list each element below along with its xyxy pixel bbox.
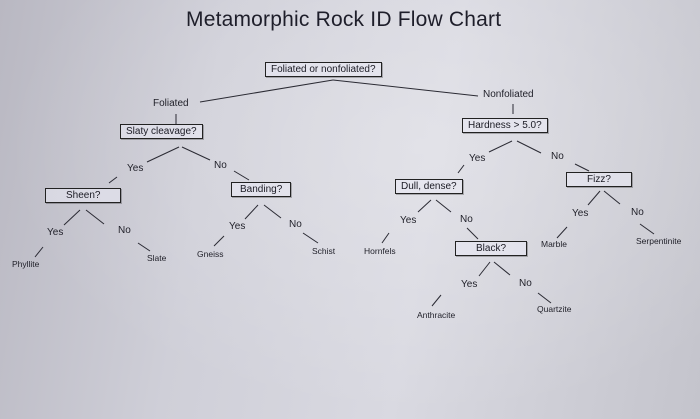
result-schist: Schist <box>312 246 336 256</box>
node-sheen: Sheen? <box>45 188 122 203</box>
edge-label-banding-yes: Yes <box>229 221 246 232</box>
node-nonfoliated: Nonfoliated <box>483 89 534 100</box>
edge-label-hardness-no: No <box>551 151 564 162</box>
result-slate: Slate <box>147 253 167 263</box>
edge-label-fizz-yes: Yes <box>572 208 589 219</box>
result-quartzite: Quartzite <box>537 304 572 314</box>
result-anthracite: Anthracite <box>417 310 456 320</box>
connector-schist <box>302 232 319 244</box>
connector-root-nonfoliated <box>332 79 479 97</box>
edge-label-black-no: No <box>519 278 532 289</box>
connector-serpentinite <box>639 223 655 235</box>
connector-dull-yes <box>417 199 432 213</box>
connector-gneiss <box>213 235 225 247</box>
connector-black <box>466 227 479 240</box>
connector-black-yes <box>478 261 491 277</box>
node-black: Black? <box>455 241 528 256</box>
edge-label-sheen-no: No <box>118 225 131 236</box>
page-title: Metamorphic Rock ID Flow Chart <box>186 8 502 31</box>
connector-sheen-yes <box>63 209 81 226</box>
node-slaty-cleavage: Slaty cleavage? <box>120 124 203 139</box>
node-hardness: Hardness > 5.0? <box>462 118 548 133</box>
edge-label-banding-no: No <box>289 219 302 230</box>
connector-hardness-yes <box>488 140 513 153</box>
connector-black-no <box>493 261 511 276</box>
edge-label-slaty-no: No <box>214 160 227 171</box>
connector-hornfels <box>381 232 390 244</box>
node-banding: Banding? <box>231 182 292 197</box>
edge-label-sheen-yes: Yes <box>47 227 64 238</box>
result-gneiss: Gneiss <box>197 249 224 259</box>
connector-anthracite <box>431 294 442 307</box>
node-dull-dense: Dull, dense? <box>395 179 463 194</box>
result-phyllite: Phyllite <box>12 259 40 269</box>
edge-label-dull-yes: Yes <box>400 215 417 226</box>
edge-label-dull-no: No <box>460 214 473 225</box>
connector-banding-yes <box>244 204 259 220</box>
edge-label-black-yes: Yes <box>461 279 478 290</box>
connector-root-foliated <box>199 79 334 103</box>
edge-label-fizz-no: No <box>631 207 644 218</box>
result-marble: Marble <box>541 239 567 249</box>
connector-sheen-no <box>85 209 105 225</box>
connector-marble <box>556 226 568 239</box>
result-serpentinite: Serpentinite <box>636 236 682 246</box>
connector-slate <box>137 242 151 252</box>
node-foliated-or-nonfoliated: Foliated or nonfoliated? <box>265 62 382 77</box>
connector-fizz-yes <box>587 190 601 206</box>
node-fizz: Fizz? <box>566 172 632 187</box>
connector-quartzite <box>537 292 552 304</box>
connector-fizz-no <box>603 190 621 205</box>
edge-label-slaty-yes: Yes <box>127 163 144 174</box>
connector-no-fizz <box>574 163 590 172</box>
connector-banding-no <box>263 204 282 219</box>
connector-dull-no <box>435 199 452 213</box>
connector-yes-dull <box>457 164 465 174</box>
connector-phyllite <box>34 246 44 258</box>
connector-hardness-no <box>516 140 542 154</box>
edge-label-hardness-yes: Yes <box>469 153 486 164</box>
result-hornfels: Hornfels <box>364 246 396 256</box>
connector-slaty-no <box>181 146 211 161</box>
connector-no-banding <box>233 170 250 181</box>
node-foliated: Foliated <box>153 98 189 109</box>
connector-slaty-yes <box>146 146 180 163</box>
connector-yes-sheen <box>108 176 118 184</box>
